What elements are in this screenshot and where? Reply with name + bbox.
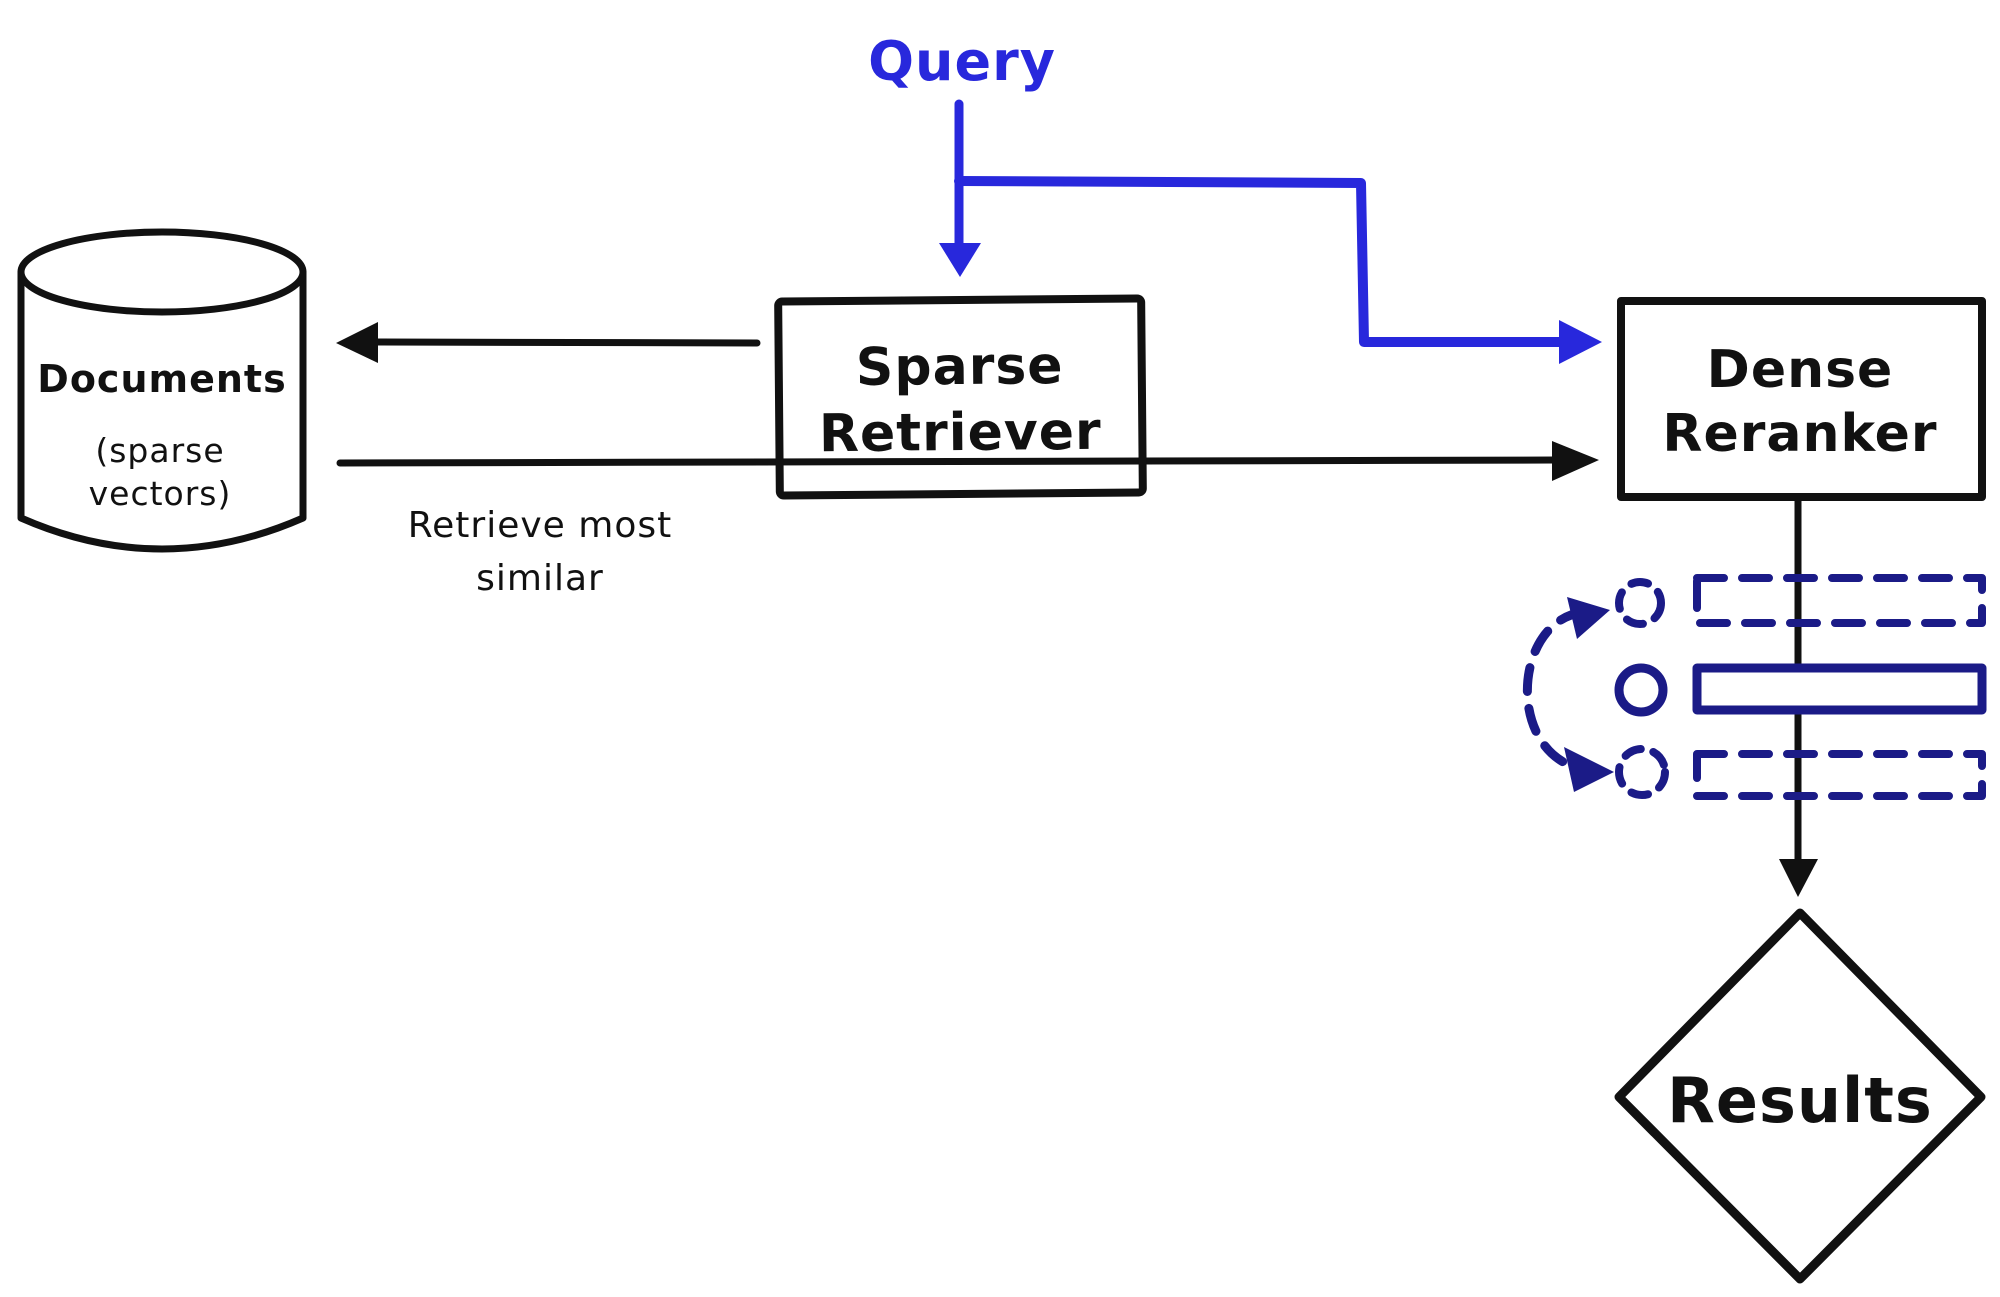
arrowhead-right-icon — [1559, 320, 1602, 364]
row-bullet-dashed-bottom-icon — [1615, 745, 1669, 799]
edge-query-branch-line — [954, 176, 1567, 347]
documents-title: Documents — [37, 357, 286, 401]
swap-arrowhead-bottom-icon — [1564, 747, 1614, 792]
row-bullet-dashed-top-icon — [1615, 578, 1665, 628]
rerank-illustration — [1522, 574, 1987, 800]
edge-retriever-to-documents — [336, 322, 761, 363]
dense-reranker-label-line2: Reranker — [1662, 404, 1937, 464]
row-rect-dashed-top-icon — [1693, 574, 1986, 627]
edge-query-to-retriever — [939, 99, 981, 277]
documents-subtitle-line1: (sparse — [95, 431, 224, 470]
database-cylinder-body — [17, 268, 307, 553]
arrowhead-down-icon — [1779, 859, 1818, 897]
retrieve-label-line2: similar — [476, 558, 604, 599]
row-rect-solid-icon — [1692, 663, 1987, 715]
sparse-retriever-label-line1: Sparse — [856, 336, 1064, 398]
arrowhead-right-icon — [1552, 441, 1599, 481]
row-bullet-solid-icon — [1614, 663, 1668, 717]
sparse-retriever-label-line2: Retriever — [819, 402, 1102, 464]
arrowhead-left-icon — [336, 322, 378, 363]
dense-reranker-label-line1: Dense — [1707, 340, 1894, 400]
edge-retriever-to-documents-line — [366, 338, 761, 347]
row-rect-dashed-bottom-icon — [1693, 750, 1986, 800]
edge-retriever-to-reranker-line — [336, 456, 1560, 467]
edge-query-to-reranker — [954, 176, 1602, 364]
documents-subtitle-line2: vectors) — [89, 474, 232, 513]
query-label: Query — [868, 30, 1056, 93]
arrowhead-down-icon — [939, 243, 981, 277]
dense-reranker-box — [1617, 297, 1986, 501]
results-label: Results — [1667, 1064, 1933, 1137]
sparse-retriever-node: Sparse Retriever — [774, 294, 1147, 500]
retrieve-label-line1: Retrieve most — [408, 505, 672, 546]
rerank-swap-icon — [1522, 607, 1593, 775]
documents-datastore: Documents (sparse vectors) — [17, 228, 307, 553]
edge-label-retrieve: Retrieve most similar — [408, 505, 672, 599]
swap-arrowhead-top-icon — [1567, 597, 1610, 639]
results-node: Results — [1614, 908, 1986, 1284]
edge-retriever-to-reranker — [336, 441, 1599, 481]
sparse-retriever-box — [774, 294, 1147, 500]
database-cylinder-top — [17, 228, 307, 316]
results-diamond — [1614, 908, 1986, 1284]
dense-reranker-node: Dense Reranker — [1617, 297, 1986, 501]
